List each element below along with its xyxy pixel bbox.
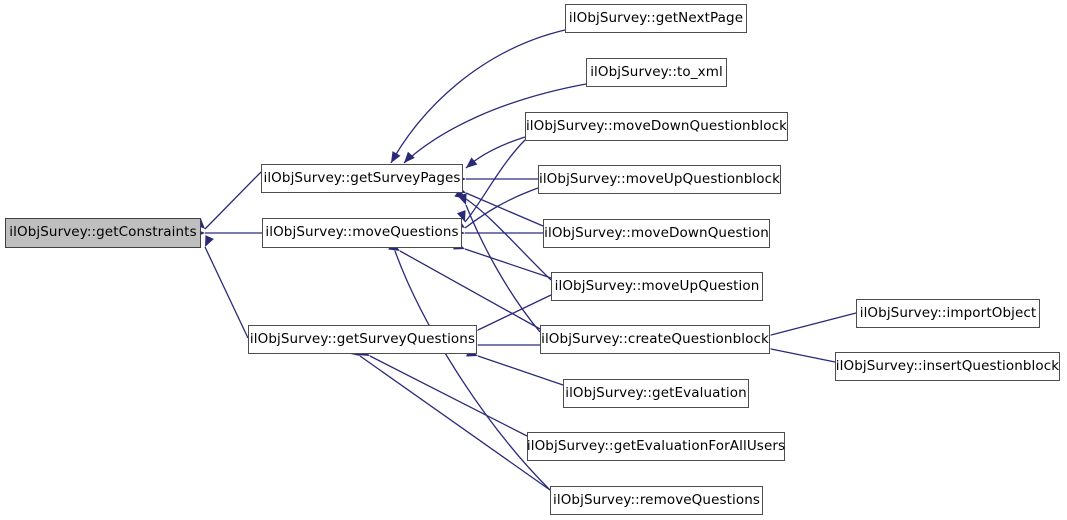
graph-node-createQuestionblock[interactable]: ilObjSurvey::createQuestionblock [540,325,770,354]
graph-node-label: ilObjSurvey::moveDownQuestionblock [525,117,788,134]
graph-edge-createQuestionblock-to-moveQuestions [388,241,541,330]
graph-node-moveDownQuestionblock[interactable]: ilObjSurvey::moveDownQuestionblock [525,112,788,141]
graph-edge-createQuestionblock-to-getSurveyPages [457,193,541,333]
graph-edge-moveDownQuestion-to-getSurveyPages [454,184,544,227]
graph-node-getEvaluationForAllUsers[interactable]: ilObjSurvey::getEvaluationForAllUsers [527,432,785,461]
graph-node-label: ilObjSurvey::getEvaluation [565,384,747,401]
graph-node-label: ilObjSurvey::insertQuestionblock [835,357,1060,374]
graph-node-label: ilObjSurvey::moveUpQuestionblock [538,170,781,187]
graph-node-getEvaluation[interactable]: ilObjSurvey::getEvaluation [563,379,749,408]
graph-node-label: ilObjSurvey::importObject [859,304,1037,321]
graph-node-label: ilObjSurvey::getNextPage [568,9,744,26]
graph-edge-moveUpQuestionblock-to-moveQuestions [453,187,539,229]
graph-node-moveQuestions[interactable]: ilObjSurvey::moveQuestions [262,218,462,248]
graph-node-label: ilObjSurvey::getSurveyQuestions [249,330,476,347]
graph-node-getNextPage[interactable]: ilObjSurvey::getNextPage [565,4,747,33]
graph-node-to_xml[interactable]: ilObjSurvey::to_xml [586,58,727,87]
graph-node-label: ilObjSurvey::getConstraints [9,224,197,241]
graph-node-importObject[interactable]: ilObjSurvey::importObject [856,299,1040,328]
graph-node-getSurveyPages[interactable]: ilObjSurvey::getSurveyPages [261,164,463,193]
graph-node-moveDownQuestion[interactable]: ilObjSurvey::moveDownQuestion [543,219,770,248]
graph-node-label: ilObjSurvey::createQuestionblock [541,330,769,347]
graph-node-moveUpQuestionblock[interactable]: ilObjSurvey::moveUpQuestionblock [538,165,781,194]
graph-edge-getNextPage-to-getSurveyPages [390,29,566,164]
graph-edge-getEvaluationForAllUsers-to-getSurveyQuestions [358,346,528,437]
graph-node-label: ilObjSurvey::to_xml [590,63,723,80]
graph-edge-moveUpQuestion-to-moveQuestions [453,240,552,279]
graph-node-label: ilObjSurvey::moveUpQuestion [554,277,760,294]
graph-node-label: ilObjSurvey::getEvaluationForAllUsers [526,437,786,454]
graph-node-label: ilObjSurvey::moveQuestions [265,224,459,241]
graph-edge-getSurveyPages-to-getConstraints [194,171,262,230]
graph-node-getSurveyQuestions[interactable]: ilObjSurvey::getSurveyQuestions [248,325,477,354]
graph-node-removeQuestions[interactable]: ilObjSurvey::removeQuestions [550,486,763,515]
graph-node-label: ilObjSurvey::removeQuestions [553,491,761,508]
graph-node-label: ilObjSurvey::getSurveyPages [263,169,461,186]
graph-node-moveUpQuestion[interactable]: ilObjSurvey::moveUpQuestion [551,272,763,301]
graph-edge-removeQuestions-to-getSurveyQuestions [348,345,551,491]
graph-node-getConstraints[interactable]: ilObjSurvey::getConstraints [5,218,201,248]
graph-node-label: ilObjSurvey::moveDownQuestion [544,224,769,241]
graph-edge-moveDownQuestionblock-to-getSurveyPages [465,136,526,169]
graph-node-insertQuestionblock[interactable]: ilObjSurvey::insertQuestionblock [835,352,1060,381]
graph-edge-getSurveyQuestions-to-getConstraints [204,235,249,339]
